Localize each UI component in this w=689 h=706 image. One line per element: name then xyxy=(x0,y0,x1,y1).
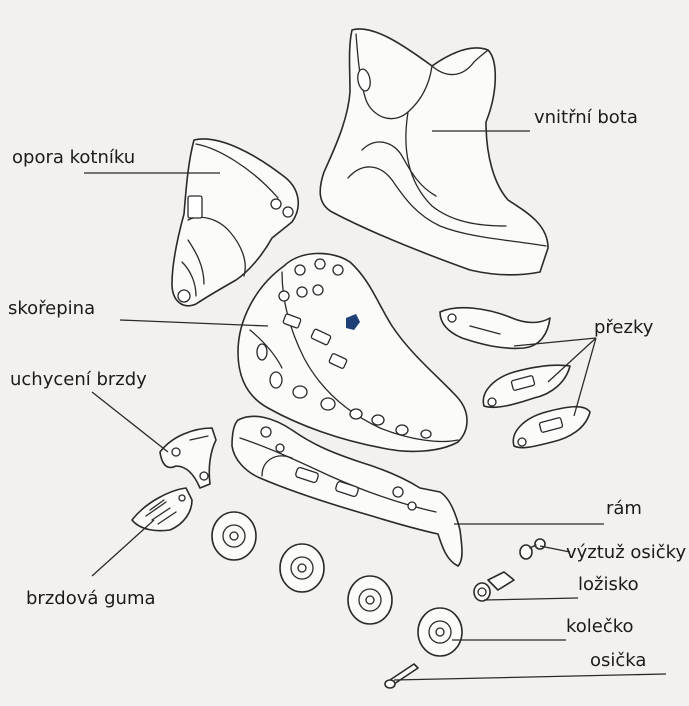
leader-axle xyxy=(394,674,666,680)
wheel-2 xyxy=(280,544,324,592)
brake-mount-drawing xyxy=(160,428,216,488)
label-frame: rám xyxy=(606,498,642,519)
label-brake-pad: brzdová guma xyxy=(26,588,156,609)
label-ankle-support: opora kotníku xyxy=(12,147,135,168)
wheel-1 xyxy=(212,512,256,560)
leader-brake-mount xyxy=(92,392,168,452)
wheel-3 xyxy=(348,576,392,624)
buckle-middle xyxy=(483,365,570,407)
wheels-drawing xyxy=(212,512,462,656)
label-brake-mount: uchycení brzdy xyxy=(10,369,147,390)
leader-bearing xyxy=(484,598,578,600)
buckle-top xyxy=(440,308,550,349)
label-axle: osička xyxy=(590,650,646,671)
label-bearing: ložisko xyxy=(578,574,639,595)
label-wheel: kolečko xyxy=(566,616,634,637)
brake-pad-drawing xyxy=(132,488,192,531)
leader-brake-pad xyxy=(92,520,154,576)
axle-drawing xyxy=(385,664,418,688)
buckle-bottom xyxy=(513,407,590,448)
label-buckles: přezky xyxy=(594,317,654,338)
label-shell: skořepina xyxy=(8,298,95,319)
axle-spacer-drawing xyxy=(520,539,545,559)
label-inner-boot: vnitřní bota xyxy=(534,107,638,128)
inner-boot-drawing xyxy=(320,29,548,275)
bearing-drawing xyxy=(474,572,514,601)
wheel-4 xyxy=(418,608,462,656)
label-axle-spacer: výztuž osičky xyxy=(566,542,686,563)
